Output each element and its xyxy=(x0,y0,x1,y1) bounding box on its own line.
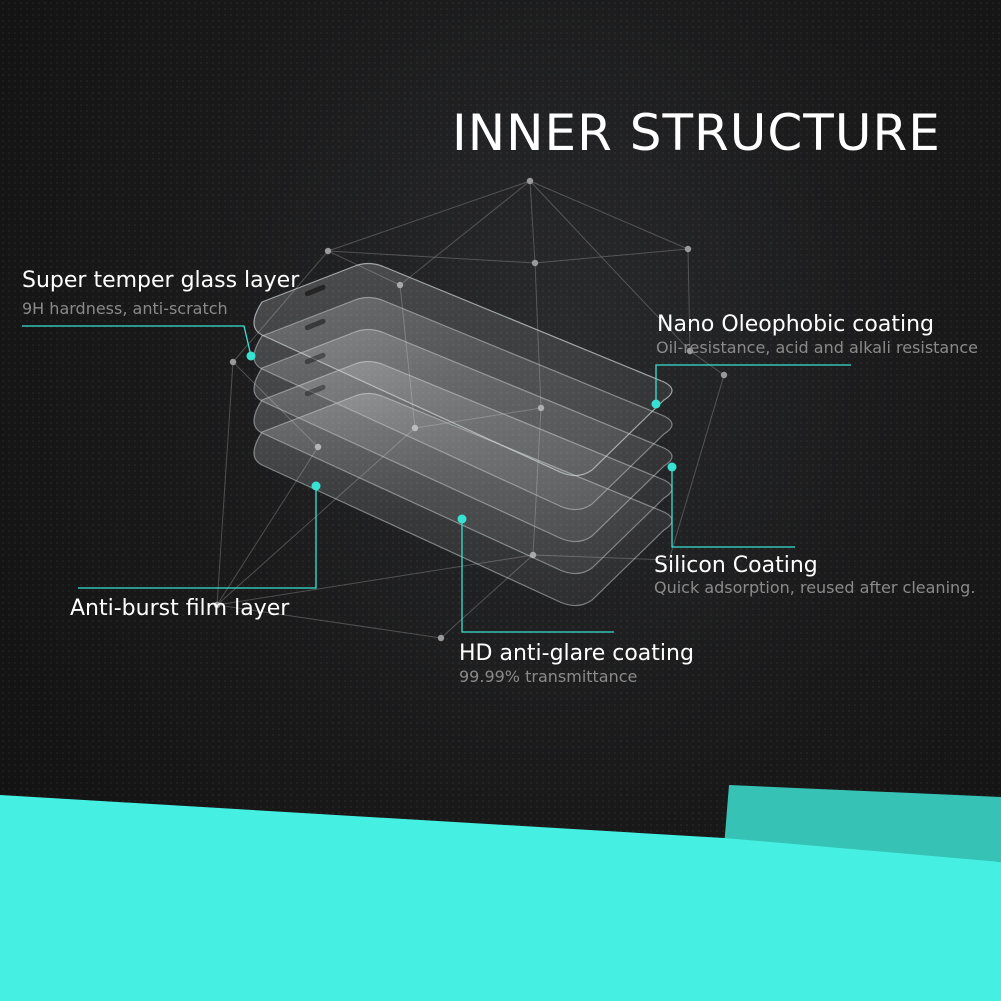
page-title: INNER STRUCTURE xyxy=(452,104,941,162)
leader-hd-anti-glare xyxy=(461,519,614,633)
leader-silicon-coating xyxy=(671,467,795,548)
earpiece-slot-3 xyxy=(304,352,326,365)
label-silicon-coating: Silicon Coating xyxy=(654,553,818,578)
dot-anti-burst xyxy=(311,481,321,491)
glass-layer-1 xyxy=(253,262,673,477)
glass-layer-stack xyxy=(253,262,673,607)
leader-dots xyxy=(246,351,677,524)
dot-hd-anti-glare xyxy=(457,514,467,524)
leader-super-temper-glass xyxy=(22,325,252,357)
label-nano-oleophobic: Nano Oleophobic coating xyxy=(657,312,934,337)
leader-lines xyxy=(22,325,851,633)
earpiece-slot-1 xyxy=(304,284,326,297)
sub-nano-oleophobic: Oil-resistance, acid and alkali resistan… xyxy=(656,338,979,357)
label-hd-anti-glare: HD anti-glare coating xyxy=(459,641,694,666)
leader-anti-burst xyxy=(78,486,317,589)
bottom-band-main xyxy=(0,795,1001,1001)
sub-silicon-coating: Quick adsorption, reused after cleaning. xyxy=(654,578,976,597)
dot-nano-oleophobic xyxy=(651,399,661,409)
label-anti-burst: Anti-burst film layer xyxy=(70,596,290,621)
dot-silicon-coating xyxy=(667,462,677,472)
leader-nano-oleophobic xyxy=(655,364,851,404)
bottom-band xyxy=(0,785,1001,1001)
label-super-temper-glass: Super temper glass layer xyxy=(22,268,300,293)
earpiece-slot-4 xyxy=(304,384,326,397)
sub-hd-anti-glare: 99.99% transmittance xyxy=(459,667,638,686)
dot-super-temper-glass xyxy=(246,351,256,361)
sub-super-temper-glass: 9H hardness, anti-scratch xyxy=(22,299,228,318)
earpiece-slot-2 xyxy=(304,318,326,331)
bottom-band-accent xyxy=(724,785,1001,862)
